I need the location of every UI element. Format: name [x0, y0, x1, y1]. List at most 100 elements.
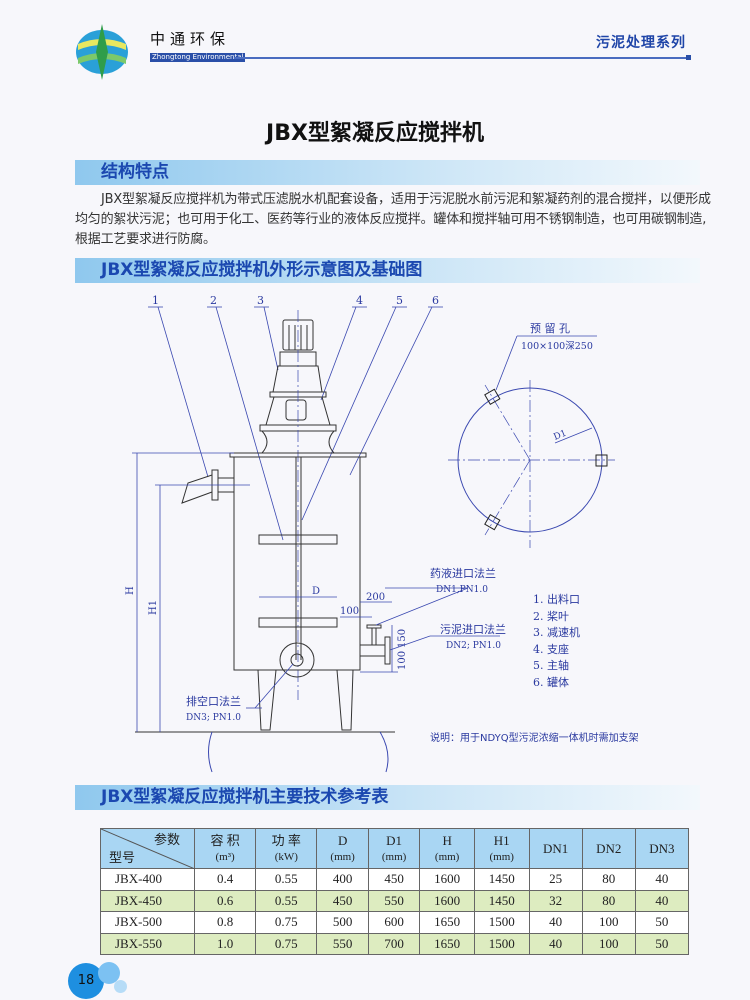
reagent-inlet-spec: DN1,PN1.0 — [436, 585, 488, 595]
legend-item: 6. 罐体 — [533, 675, 569, 689]
callout-numbers: 1 2 3 4 5 6 — [152, 294, 439, 307]
table-cell: 400 — [316, 868, 369, 891]
table-header-row: 参数型号 容 积(m³)功 率(kW)D(mm)D1(mm)H(mm)H1(mm… — [100, 828, 690, 869]
decor-bubble — [98, 962, 120, 984]
table-cell: 1600 — [419, 868, 475, 891]
section-heading-diagram: JBX型絮凝反应搅拌机外形示意图及基础图 — [75, 258, 700, 283]
legend-item: 4. 支座 — [533, 642, 569, 656]
table-cell: 700 — [367, 932, 421, 955]
table-cell: 25 — [528, 868, 583, 891]
table-cell: 1650 — [419, 932, 475, 955]
table-cell: 600 — [367, 911, 421, 934]
table-cell: 450 — [367, 868, 421, 891]
table-cell: 32 — [528, 889, 583, 912]
table-cell: 100 — [581, 911, 636, 934]
table-cell: 0.6 — [193, 889, 257, 912]
reserved-hole-label: 预 留 孔 — [530, 322, 570, 335]
foundation-plan — [448, 335, 615, 548]
vent-flange-label: 排空口法兰 — [186, 694, 241, 708]
brand-name-cn: 中通环保 — [150, 30, 231, 48]
table-cell: 80 — [581, 868, 636, 891]
foundation — [135, 731, 395, 773]
callout-2: 2 — [210, 294, 217, 307]
callout-leaders — [148, 306, 443, 541]
callout-6: 6 — [432, 294, 439, 307]
table-cell: 1.0 — [193, 932, 257, 955]
parts-legend: 1. 出料口 2. 桨叶 3. 减速机 4. 支座 5. 主轴 6. 罐体 — [533, 592, 580, 691]
column-header: 功 率(kW) — [255, 828, 318, 869]
column-header: D1(mm) — [367, 828, 421, 869]
table-cell: 550 — [367, 889, 421, 912]
model-cell: JBX-450 — [100, 889, 195, 912]
corner-header: 参数型号 — [100, 828, 195, 869]
spec-table: 参数型号 容 积(m³)功 率(kW)D(mm)D1(mm)H(mm)H1(mm… — [100, 828, 690, 955]
column-header: 容 积(m³) — [193, 828, 257, 869]
table-cell: 450 — [316, 889, 369, 912]
table-cell: 50 — [634, 932, 690, 955]
table-cell: 0.8 — [193, 911, 257, 934]
reserved-hole-spec: 100×100深250 — [521, 341, 593, 352]
page-title: JBX型絮凝反应搅拌机 — [266, 121, 484, 146]
callout-4: 4 — [356, 294, 363, 307]
diagram-note: 说明：用于NDYQ型污泥浓缩一体机时需加支架 — [430, 733, 639, 744]
outlet-pipe — [181, 469, 234, 504]
series-label: 污泥处理系列 — [596, 35, 686, 51]
model-cell: JBX-550 — [100, 932, 195, 955]
dim-150: 150 — [397, 629, 408, 648]
table-cell: 0.4 — [193, 868, 257, 891]
column-header: DN3 — [634, 828, 690, 869]
dim-D: D — [312, 586, 320, 597]
table-cell: 1450 — [473, 889, 530, 912]
dimensions — [132, 452, 500, 732]
sludge-inlet-label: 污泥进口法兰 — [440, 622, 506, 636]
header-divider-end — [686, 55, 691, 60]
brand-name-en: Zhongtong Environmental — [150, 53, 246, 62]
reagent-inlet-label: 药液进口法兰 — [430, 566, 496, 580]
table-cell: 0.55 — [255, 889, 318, 912]
header-divider — [234, 57, 688, 59]
table-cell: 1650 — [419, 911, 475, 934]
column-header: D(mm) — [316, 828, 369, 869]
dim-200: 200 — [366, 592, 385, 603]
features-text: JBX型絮凝反应搅拌机为带式压滤脱水机配套设备，适用于污泥脱水前污泥和絮凝药剂的… — [75, 192, 711, 247]
table-cell: 550 — [316, 932, 369, 955]
table-cell: 1500 — [473, 911, 530, 934]
decor-bubble — [114, 980, 127, 993]
side-pipes — [360, 624, 391, 665]
legend-item: 1. 出料口 — [533, 593, 580, 606]
column-header: H(mm) — [419, 828, 475, 869]
table-cell: 1450 — [473, 868, 530, 891]
table-cell: 40 — [634, 868, 690, 891]
column-header: H1(mm) — [473, 828, 530, 869]
mixer-diagram: 1 2 3 4 5 6 H H1 D 100 200 150 100 药液进口法… — [125, 294, 615, 773]
table-cell: 0.55 — [255, 868, 318, 891]
table-cell: 40 — [634, 889, 690, 912]
table-cell: 0.75 — [255, 932, 318, 955]
model-cell: JBX-400 — [100, 868, 195, 891]
legend-item: 2. 桨叶 — [533, 609, 569, 623]
table-cell: 40 — [528, 932, 583, 955]
features-paragraph: JBX型絮凝反应搅拌机为带式压滤脱水机配套设备，适用于污泥脱水前污泥和絮凝药剂的… — [75, 190, 715, 250]
legend-item: 5. 主轴 — [533, 659, 569, 672]
model-cell: JBX-500 — [100, 911, 195, 934]
table-cell: 40 — [528, 911, 583, 934]
column-header: DN1 — [528, 828, 583, 869]
table-cell: 80 — [581, 889, 636, 912]
sludge-inlet-spec: DN2; PN1.0 — [446, 641, 501, 651]
dim-H1: H1 — [148, 600, 159, 615]
table-cell: 500 — [316, 911, 369, 934]
table-cell: 0.75 — [255, 911, 318, 934]
company-logo — [76, 24, 128, 80]
section-heading-table: JBX型絮凝反应搅拌机主要技术参考表 — [75, 785, 700, 810]
column-header: DN2 — [581, 828, 636, 869]
callout-1: 1 — [152, 294, 159, 307]
table-cell: 1500 — [473, 932, 530, 955]
callout-5: 5 — [396, 294, 403, 307]
dim-D1: D1 — [552, 429, 568, 443]
callout-3: 3 — [257, 294, 264, 307]
table-cell: 50 — [634, 911, 690, 934]
